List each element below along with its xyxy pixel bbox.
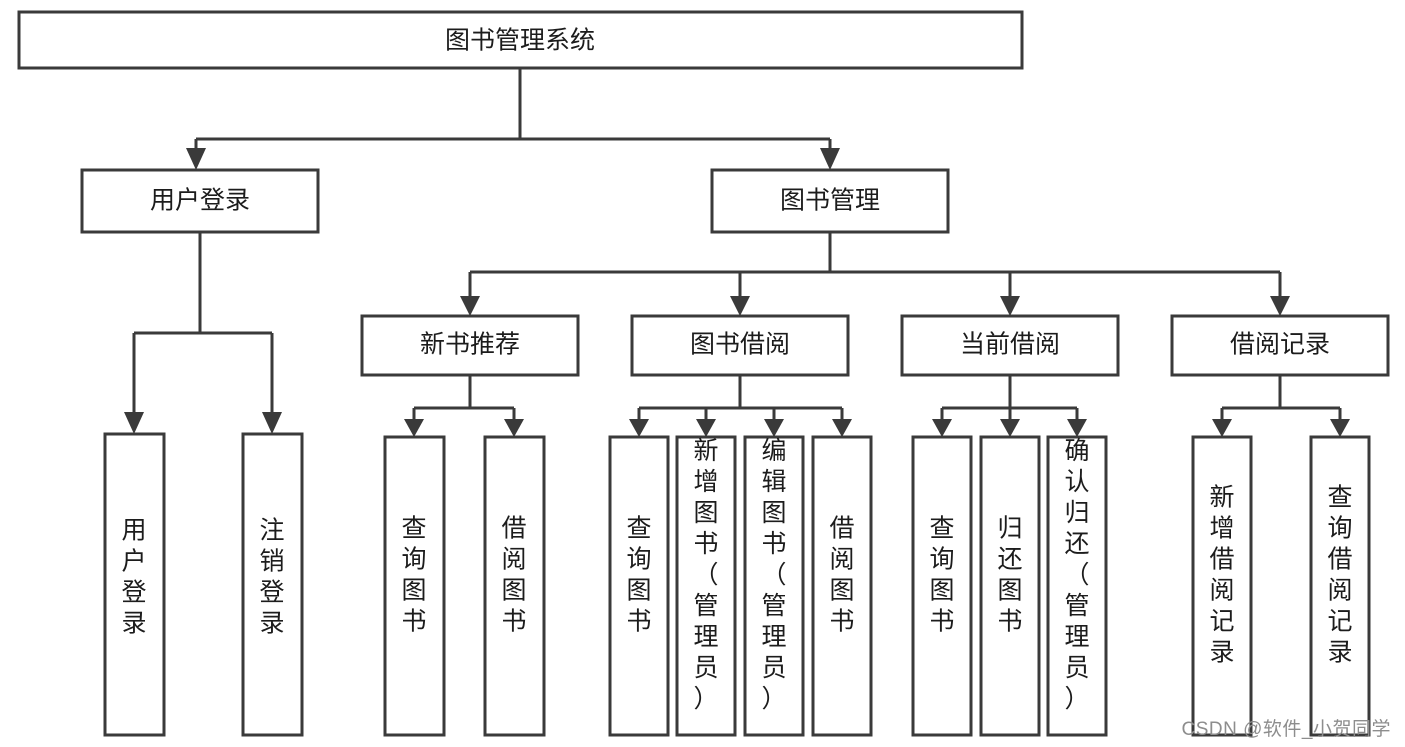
node-book-management-label: 图书管理 xyxy=(780,187,880,215)
arrowhead-leaf-borrow-book-2 xyxy=(832,419,852,437)
node-leaf-borrow-book-2-label: 借阅图书 xyxy=(829,515,854,636)
arrowhead-leaf-edit-book xyxy=(764,419,784,437)
node-leaf-query-book-1-label: 查询图书 xyxy=(401,515,426,636)
node-current-borrow-box xyxy=(900,314,1120,377)
node-leaf-logout-login[interactable]: 注销登录 xyxy=(241,432,304,737)
node-leaf-user-login-box xyxy=(103,432,166,737)
node-book-borrow[interactable]: 图书借阅 xyxy=(630,314,850,377)
node-leaf-logout-login-box xyxy=(241,432,304,737)
arrowhead-book-borrow xyxy=(730,296,750,316)
arrowhead-leaf-add-book xyxy=(696,419,716,437)
csdn-watermark: CSDN @软件_小贺同学 xyxy=(1181,719,1391,740)
node-leaf-edit-book-label: 编辑图书（管理员） xyxy=(761,437,786,713)
node-user-login[interactable]: 用户登录 xyxy=(80,168,320,234)
node-leaf-query-book-3[interactable]: 查询图书 xyxy=(911,435,973,737)
node-new-book-recommend-label: 新书推荐 xyxy=(420,331,520,359)
node-leaf-query-record-box xyxy=(1309,435,1371,737)
arrowhead-leaf-user-login xyxy=(124,412,144,434)
node-current-borrow[interactable]: 当前借阅 xyxy=(900,314,1120,377)
node-leaf-edit-book-box xyxy=(743,435,805,737)
node-leaf-borrow-book-2[interactable]: 借阅图书 xyxy=(811,435,873,737)
node-leaf-query-book-1-box xyxy=(383,435,446,737)
node-leaf-query-book-3-box xyxy=(911,435,973,737)
node-leaf-borrow-book-2-box xyxy=(811,435,873,737)
node-book-management-box xyxy=(710,168,950,234)
node-leaf-return-book-label: 归还图书 xyxy=(997,515,1022,636)
node-leaf-query-book-2[interactable]: 查询图书 xyxy=(608,435,670,737)
node-leaf-return-book-box xyxy=(979,435,1041,737)
node-leaf-add-record[interactable]: 新增借阅记录 xyxy=(1191,435,1253,737)
node-leaf-query-book-2-box xyxy=(608,435,670,737)
node-book-management[interactable]: 图书管理 xyxy=(710,168,950,234)
node-current-borrow-label: 当前借阅 xyxy=(960,331,1060,359)
node-leaf-confirm-return-label: 确认归还（管理员） xyxy=(1064,437,1089,713)
arrowhead-leaf-query-record xyxy=(1330,419,1350,437)
node-root-label: 图书管理系统 xyxy=(445,27,595,55)
node-root-box xyxy=(17,10,1024,70)
connector-layer xyxy=(132,68,1342,419)
node-leaf-add-book-box xyxy=(675,435,737,737)
node-leaf-edit-book[interactable]: 编辑图书（管理员） xyxy=(743,435,805,737)
node-book-borrow-box xyxy=(630,314,850,377)
node-leaf-add-book-label: 新增图书（管理员） xyxy=(693,437,718,713)
node-leaf-query-book-3-label: 查询图书 xyxy=(929,515,954,636)
node-user-login-label: 用户登录 xyxy=(150,187,250,215)
arrowhead-leaf-return-book xyxy=(1000,419,1020,437)
arrowhead-leaf-query-book-3 xyxy=(932,419,952,437)
node-leaf-user-login-label: 用户登录 xyxy=(121,517,146,638)
arrowhead-leaf-query-book-1 xyxy=(404,419,424,437)
node-leaf-user-login[interactable]: 用户登录 xyxy=(103,432,166,737)
arrowhead-user-login xyxy=(186,148,206,170)
node-leaf-add-record-label: 新增借阅记录 xyxy=(1209,484,1234,667)
node-leaf-add-record-box xyxy=(1191,435,1253,737)
arrowhead-leaf-borrow-book-1 xyxy=(504,419,524,437)
arrowhead-leaf-query-book-2 xyxy=(629,419,649,437)
node-borrow-record-label: 借阅记录 xyxy=(1230,331,1330,359)
node-new-book-recommend-box xyxy=(360,314,580,377)
node-leaf-confirm-return-box xyxy=(1046,435,1108,737)
node-book-borrow-label: 图书借阅 xyxy=(690,331,790,359)
arrowhead-leaf-add-record xyxy=(1212,419,1232,437)
node-leaf-logout-login-label: 注销登录 xyxy=(259,517,284,638)
arrowhead-borrow-record xyxy=(1270,296,1290,316)
arrowhead-leaf-logout-login xyxy=(262,412,282,434)
arrowhead-new-book-recommend xyxy=(460,296,480,316)
node-leaf-borrow-book-1[interactable]: 借阅图书 xyxy=(483,435,546,737)
node-leaf-borrow-book-1-label: 借阅图书 xyxy=(501,515,526,636)
node-leaf-return-book[interactable]: 归还图书 xyxy=(979,435,1041,737)
node-leaf-query-record[interactable]: 查询借阅记录 xyxy=(1309,435,1371,737)
leaf-layer: 用户登录 注销登录 查询图书 借阅图书 查询图书 新增图书（管理员） 编辑图书（… xyxy=(103,432,1371,737)
node-borrow-record[interactable]: 借阅记录 xyxy=(1170,314,1390,377)
node-leaf-add-book[interactable]: 新增图书（管理员） xyxy=(675,435,737,737)
arrowhead-layer xyxy=(124,148,1350,437)
node-leaf-confirm-return[interactable]: 确认归还（管理员） xyxy=(1046,435,1108,737)
node-leaf-query-record-label: 查询借阅记录 xyxy=(1327,484,1352,667)
arrowhead-leaf-confirm-return xyxy=(1067,419,1087,437)
arrowhead-current-borrow xyxy=(1000,296,1020,316)
arrowhead-book-management xyxy=(820,148,840,170)
node-user-login-box xyxy=(80,168,320,234)
node-leaf-query-book-1[interactable]: 查询图书 xyxy=(383,435,446,737)
node-leaf-borrow-book-1-box xyxy=(483,435,546,737)
node-root[interactable]: 图书管理系统 xyxy=(17,10,1024,70)
node-borrow-record-box xyxy=(1170,314,1390,377)
node-leaf-query-book-2-label: 查询图书 xyxy=(626,515,651,636)
node-new-book-recommend[interactable]: 新书推荐 xyxy=(360,314,580,377)
